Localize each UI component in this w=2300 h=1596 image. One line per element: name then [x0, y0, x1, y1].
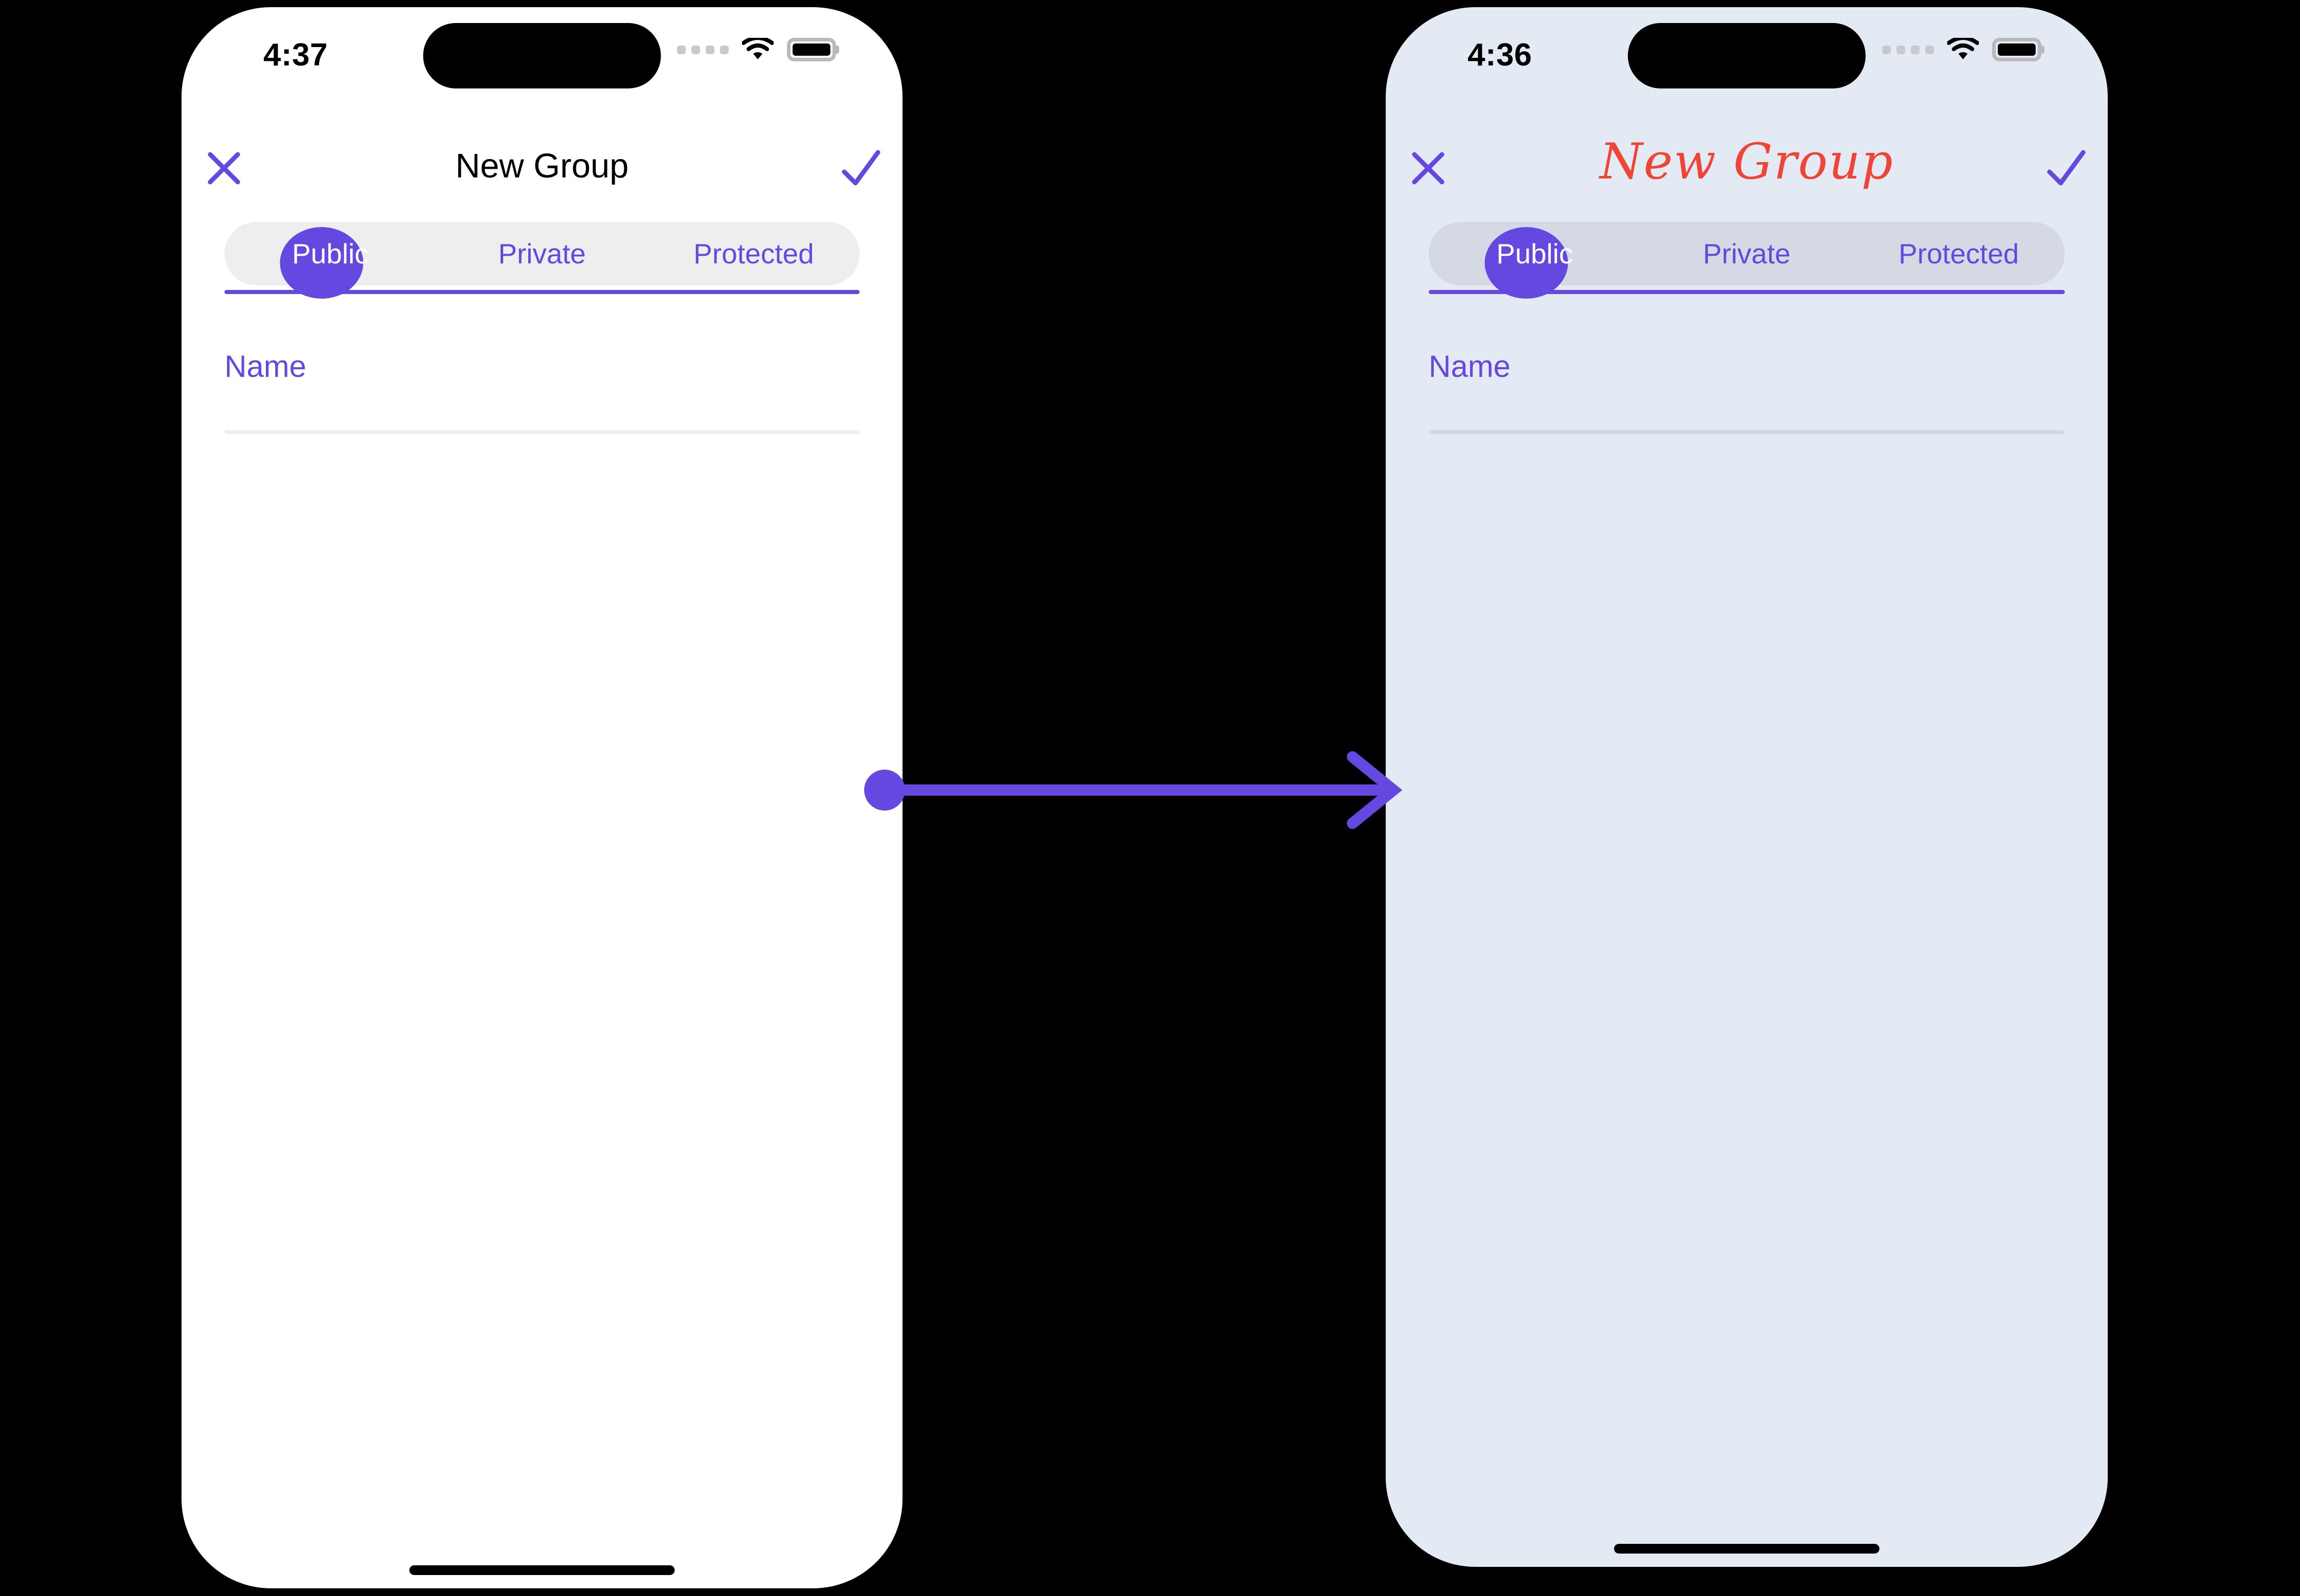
tab-protected[interactable]: Protected	[1853, 222, 2065, 285]
tab-public[interactable]: Public	[1429, 222, 1641, 299]
segmented-underline	[224, 290, 860, 294]
name-field-underline	[224, 430, 860, 434]
dynamic-island	[1628, 23, 1866, 88]
tab-protected-label: Protected	[1898, 238, 2019, 269]
tab-public-label: Public	[292, 238, 369, 269]
navigation-bar: New Group	[1386, 133, 2108, 201]
wifi-icon	[742, 38, 774, 61]
phone-screen-after: 4:36 New Group	[1386, 7, 2108, 1567]
tab-protected-label: Protected	[693, 238, 814, 269]
battery-full-icon	[1992, 38, 2041, 61]
tab-private[interactable]: Private	[436, 222, 648, 285]
close-icon[interactable]	[196, 140, 252, 196]
close-icon[interactable]	[1400, 140, 1456, 196]
status-bar: 4:36	[1386, 7, 2108, 89]
tab-private-label: Private	[1703, 238, 1791, 269]
checkmark-icon[interactable]	[832, 140, 888, 196]
name-field-label: Name	[224, 349, 307, 384]
name-field[interactable]: Name	[224, 345, 860, 434]
tab-public-label: Public	[1496, 238, 1573, 269]
tab-public[interactable]: Public	[224, 222, 436, 299]
status-bar-clock: 4:37	[263, 37, 328, 73]
segment-indicator	[1484, 227, 1568, 299]
dynamic-island	[423, 23, 661, 88]
home-indicator	[409, 1565, 675, 1575]
checkmark-icon[interactable]	[2037, 140, 2093, 196]
tab-private[interactable]: Private	[1641, 222, 1853, 285]
home-indicator	[1614, 1544, 1880, 1554]
transition-arrow	[864, 739, 1416, 841]
tab-private-label: Private	[498, 238, 586, 269]
wifi-icon	[1947, 38, 1979, 61]
cellular-dots-icon	[1882, 45, 1934, 54]
tab-protected[interactable]: Protected	[648, 222, 860, 285]
visibility-segmented-control[interactable]: Public Private Protected	[224, 222, 860, 299]
page-title: New Group	[455, 147, 629, 185]
cellular-dots-icon	[677, 45, 729, 54]
name-field-underline	[1429, 430, 2065, 434]
page-title: New Group	[1599, 133, 1894, 190]
phone-screen-before: 4:37 New Group	[182, 7, 903, 1588]
visibility-segmented-control[interactable]: Public Private Protected	[1429, 222, 2065, 299]
segment-indicator	[280, 227, 364, 299]
battery-full-icon	[787, 38, 836, 61]
name-field[interactable]: Name	[1429, 345, 2065, 434]
navigation-bar: New Group	[182, 135, 903, 201]
status-bar-indicators	[1882, 38, 2041, 61]
status-bar-indicators	[677, 38, 836, 61]
segmented-underline	[1429, 290, 2065, 294]
status-bar-clock: 4:36	[1468, 37, 1532, 73]
name-field-label: Name	[1429, 349, 1511, 384]
status-bar: 4:37	[182, 7, 903, 89]
